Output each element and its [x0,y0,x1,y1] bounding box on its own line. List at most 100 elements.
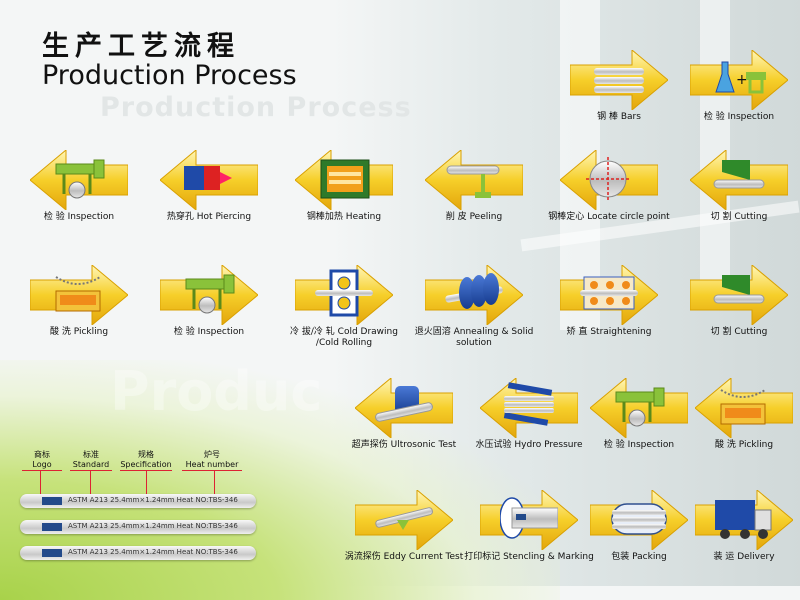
step-label-en: Packing [632,552,667,562]
svg-text:+: + [736,72,748,88]
step-label-cn: 矫 直 [566,327,588,337]
process-step-delivery: 装 运 Delivery [685,480,800,580]
step-label-cn: 削 皮 [445,212,467,222]
legend-spec-en: Specification [120,460,172,471]
process-step-pickling1: 酸 洗 Pickling [20,255,138,355]
tube-marking-text: ASTM A213 25.4mm×1.24mm Heat NO:TBS-346 [68,522,238,530]
step-label: 钢棒定心 Locate circle point [544,212,674,223]
process-arrow-left [425,150,523,210]
ultrasonic-icon [375,386,433,422]
step-label: 退火固溶 Annealing & Solid solution [409,327,539,349]
tube-marking-text: ASTM A213 25.4mm×1.24mm Heat NO:TBS-346 [68,548,238,556]
step-label-cn: 装 运 [713,552,735,562]
step-label-cn: 热穿孔 [166,212,194,222]
step-label: 超声探伤 Ultrosonic Test [339,440,469,451]
step-label-en: Inspection [197,327,245,337]
step-label-cn: 包装 [611,552,630,562]
step-label-cn: 切 割 [710,212,732,222]
process-arrow-right [690,50,788,110]
step-label-en: Cutting [734,327,768,337]
legend-heat: 炉号 Heat number [182,450,242,471]
legend-logo: 商标 Logo [22,450,62,471]
step-label-en: Inspection [727,112,775,122]
step-label: 热穿孔 Hot Piercing [144,212,274,223]
eddy-probe-icon [375,507,433,530]
step-label-en: Hydro Pressure [514,440,583,450]
step-label: 检 验 Inspection [14,212,144,223]
piercing-icon [184,166,232,190]
hydro-rack-icon [503,382,554,426]
step-label-cn: 酸 洗 [714,440,736,450]
peeling-icon [446,165,500,198]
acid-tank-icon [720,389,766,425]
title-watermark: Production Process [100,92,412,123]
saw-icon [713,275,765,304]
legend-pointer [90,471,91,495]
legend-standard: 标准 Standard [70,450,112,471]
step-label-en: Pickling [738,440,774,450]
step-label-cn: 切 割 [710,327,732,337]
step-label: 矫 直 Straightening [544,327,674,338]
tube-marking-text: ASTM A213 25.4mm×1.24mm Heat NO:TBS-346 [68,496,238,504]
annealing-coil-icon [445,273,503,309]
step-label: 冷 拔/冷 轧 Cold Drawing /Cold Rolling [279,327,409,349]
step-label-cn: 退火固溶 [414,327,451,337]
truck-icon [715,500,772,539]
process-step-annealing: 退火固溶 Annealing & Solid solution [415,255,533,355]
step-label-en: Eddy Current Test [383,552,464,562]
process-step-cold-drawing: 冷 拔/冷 轧 Cold Drawing /Cold Rolling [285,255,403,355]
process-step-inspection1: + 检 验 Inspection [680,40,798,140]
step-label-cn: 超声探伤 [351,440,388,450]
rolling-die-icon [315,269,373,317]
step-label-en: Heating [345,212,382,222]
step-label: 钢棒加热 Heating [279,212,409,223]
legend-heat-en: Heat number [182,460,242,471]
step-label-en: Bars [620,112,641,122]
step-label: 包装 Packing [574,552,704,563]
step-label-cn: 检 验 [603,440,625,450]
inspection-flask-icon: + [715,61,766,94]
process-step-cutting2: 切 割 Cutting [680,255,798,355]
page-title-cn: 生产工艺流程 [42,31,240,62]
legend-pointer [146,471,147,495]
legend-spec-cn: 规格 [138,450,154,459]
step-label-cn: 打印标记 [464,552,501,562]
step-label-cn: 钢棒加热 [306,212,343,222]
step-label: 水压试验 Hydro Pressure [464,440,594,451]
legend-standard-cn: 标准 [83,450,99,459]
marking-legend: 商标 Logo 标准 Standard 规格 Specification 炉号 … [14,450,274,580]
inspection-gauge-icon [185,274,235,314]
stencil-icon [500,497,558,539]
inspection-gauge-icon [55,159,105,199]
legend-logo-cn: 商标 [34,450,50,459]
legend-pointer [40,471,41,495]
process-step-marking: 打印标记 Stencling & Marking [464,480,594,580]
step-label-cn: 冷 拔/冷 轧 [290,327,335,337]
step-label: 涡流探伤 Eddy Current Test [339,552,469,563]
process-step-inspection4: 检 验 Inspection [580,368,698,468]
step-label-cn: 检 验 [43,212,65,222]
furnace-icon [320,159,370,199]
logo-icon [42,523,62,531]
step-label-en: Pickling [73,327,109,337]
process-step-bars: 钢 棒 Bars [560,40,678,140]
factory-beam [700,0,730,300]
process-step-heating: 钢棒加热 Heating [285,140,403,240]
crosshair-icon [586,157,630,201]
step-label-en: Inspection [627,440,675,450]
process-step-ultrasonic: 超声探伤 Ultrosonic Test [345,368,463,468]
step-label-cn: 钢 棒 [597,112,618,122]
step-label-cn: 水压试验 [475,440,512,450]
steel-bars-icon [594,68,644,93]
green-background [0,360,560,600]
legend-heat-cn: 炉号 [204,450,220,459]
step-label-en: Cutting [734,212,768,222]
bundle-icon [611,503,667,535]
step-label-en: Peeling [469,212,503,222]
step-label-en: Delivery [737,552,775,562]
step-label: 切 割 Cutting [674,327,800,338]
step-label-cn: 酸 洗 [49,327,71,337]
step-label: 削 皮 Peeling [409,212,539,223]
process-step-hydro: 水压试验 Hydro Pressure [470,368,588,468]
step-label-cn: 检 验 [703,112,725,122]
